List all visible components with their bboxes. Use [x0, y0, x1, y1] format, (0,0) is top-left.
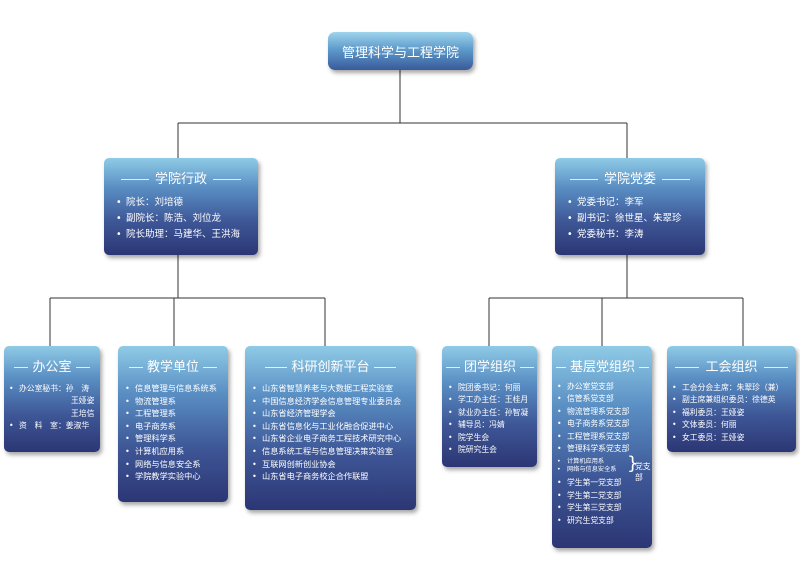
list-item: 工程管理系: [125, 407, 228, 420]
teaching-title: 教学单位: [118, 356, 228, 375]
list-item: 山东省经济管理学会: [252, 407, 416, 420]
party-title: 学院党委: [555, 168, 705, 187]
list-item: 学工办主任：王桂月: [448, 394, 537, 407]
grassroots-list-top: 办公室党支部 信管系党支部 物流管理系党支部 电子商务系党支部 工程管理系党支部…: [557, 381, 652, 456]
list-item: 互联网创新创业协会: [252, 458, 416, 471]
list-item: 院长：刘培德: [116, 195, 258, 211]
admin-node: 学院行政 院长：刘培德 副院长：陈浩、刘位龙 院长助理：马建华、王洪海: [104, 158, 258, 255]
root-node: 管理科学与工程学院: [328, 32, 473, 70]
grassroots-node: 基层党组织 办公室党支部 信管系党支部 物流管理系党支部 电子商务系党支部 工程…: [552, 346, 652, 548]
list-item: 学院教学实验中心: [125, 470, 228, 483]
list-item: 山东省信息化与工业化融合促进中心: [252, 420, 416, 433]
list-item: 物流管理系党支部: [557, 406, 652, 419]
research-node: 科研创新平台 山东省智慧养老与大数据工程实验室 中国信息经济学会信息管理专业委员…: [245, 346, 416, 510]
list-item: 电子商务系党支部: [557, 418, 652, 431]
list-item: 院研究生会: [448, 444, 537, 457]
list-item: 学生第二党支部: [557, 490, 652, 503]
office-node: 办公室 办公室秘书：孙 涛 王娅姿 王培信 资 料 室：姜淑华: [4, 346, 100, 452]
list-item: 副主席兼组织委员：徐德英: [672, 394, 796, 407]
list-item: 福利委员：王娅姿: [672, 407, 796, 420]
list-item: 管理科学系: [125, 432, 228, 445]
list-item: 资 料 室：姜淑华: [9, 420, 100, 433]
research-list: 山东省智慧养老与大数据工程实验室 中国信息经济学会信息管理专业委员会 山东省经济…: [252, 382, 416, 483]
youth-title: 团学组织: [442, 356, 537, 375]
list-item: 文体委员：何丽: [672, 419, 796, 432]
list-item: 研究生党支部: [557, 515, 652, 528]
list-item: 女工委员：王娅姿: [672, 432, 796, 445]
list-item: 山东省智慧养老与大数据工程实验室: [252, 382, 416, 395]
office-title: 办公室: [4, 356, 100, 375]
admin-list: 院长：刘培德 副院长：陈浩、刘位龙 院长助理：马建华、王洪海: [116, 195, 258, 243]
list-item: 学生第三党支部: [557, 502, 652, 515]
youth-list: 院团委书记：何丽 学工办主任：王桂月 就业办主任：孙智凝 辅导员：冯婧 院学生会…: [448, 382, 537, 457]
list-item: 管理科学系党支部: [557, 443, 652, 456]
party-list: 党委书记：李军 副书记：徐世星、朱翠珍 党委秘书：李涛: [567, 195, 705, 243]
joint-branch: 计算机应用系 网络与信息安全系 } 党支部: [557, 453, 652, 483]
list-item: 辅导员：冯婧: [448, 419, 537, 432]
party-node: 学院党委 党委书记：李军 副书记：徐世星、朱翠珍 党委秘书：李涛: [555, 158, 705, 255]
list-item: 中国信息经济学会信息管理专业委员会: [252, 395, 416, 408]
teaching-list: 信息管理与信息系统系 物流管理系 工程管理系 电子商务系 管理科学系 计算机应用…: [125, 382, 228, 483]
list-item: 学生第一党支部: [557, 477, 652, 490]
list-item: 副书记：徐世星、朱翠珍: [567, 211, 705, 227]
brace-icon: }: [627, 453, 639, 475]
grassroots-list-bottom: 学生第一党支部 学生第二党支部 学生第三党支部 研究生党支部: [557, 477, 652, 527]
list-item: 党委书记：李军: [567, 195, 705, 211]
list-item: 信管系党支部: [557, 393, 652, 406]
youth-node: 团学组织 院团委书记：何丽 学工办主任：王桂月 就业办主任：孙智凝 辅导员：冯婧…: [442, 346, 537, 467]
root-title: 管理科学与工程学院: [341, 45, 459, 61]
list-item: 就业办主任：孙智凝: [448, 407, 537, 420]
list-item: 党委秘书：李涛: [567, 227, 705, 243]
list-item: 电子商务系: [125, 420, 228, 433]
union-node: 工会组织 工会分会主席：朱翠珍（兼） 副主席兼组织委员：徐德英 福利委员：王娅姿…: [667, 346, 796, 452]
list-item: 山东省电子商务校企合作联盟: [252, 470, 416, 483]
admin-title: 学院行政: [104, 168, 258, 187]
list-item: 副院长：陈浩、刘位龙: [116, 211, 258, 227]
office-archive-label: 资 料 室：: [19, 421, 66, 431]
list-item: 王培信: [71, 408, 95, 418]
list-item: 网络与信息安全系: [557, 466, 617, 474]
union-title: 工会组织: [667, 356, 796, 375]
teaching-node: 教学单位 信息管理与信息系统系 物流管理系 工程管理系 电子商务系 管理科学系 …: [118, 346, 228, 502]
list-item: 信息系统工程与信息管理决策实验室: [252, 445, 416, 458]
grassroots-title: 基层党组织: [552, 356, 652, 375]
office-list: 办公室秘书：孙 涛 王娅姿 王培信 资 料 室：姜淑华: [9, 383, 100, 433]
list-item: 计算机应用系: [125, 445, 228, 458]
list-item: 办公室秘书：孙 涛: [9, 383, 100, 396]
list-item: 山东省企业电子商务工程技术研究中心: [252, 432, 416, 445]
list-item: 网络与信息安全系: [125, 458, 228, 471]
list-item: 工会分会主席：朱翠珍（兼）: [672, 382, 796, 395]
list-item: 计算机应用系: [557, 458, 617, 466]
list-item: 办公室党支部: [557, 381, 652, 394]
list-item: 院长助理：马建华、王洪海: [116, 227, 258, 243]
list-item: 院学生会: [448, 432, 537, 445]
list-item: 物流管理系: [125, 395, 228, 408]
union-list: 工会分会主席：朱翠珍（兼） 副主席兼组织委员：徐德英 福利委员：王娅姿 文体委员…: [672, 382, 796, 444]
office-secretary-label: 办公室秘书：: [19, 384, 66, 393]
list-item: 王娅姿: [71, 396, 95, 406]
list-item: 工程管理系党支部: [557, 431, 652, 444]
list-item: 院团委书记：何丽: [448, 382, 537, 395]
research-title: 科研创新平台: [245, 356, 416, 375]
list-item: 信息管理与信息系统系: [125, 382, 228, 395]
